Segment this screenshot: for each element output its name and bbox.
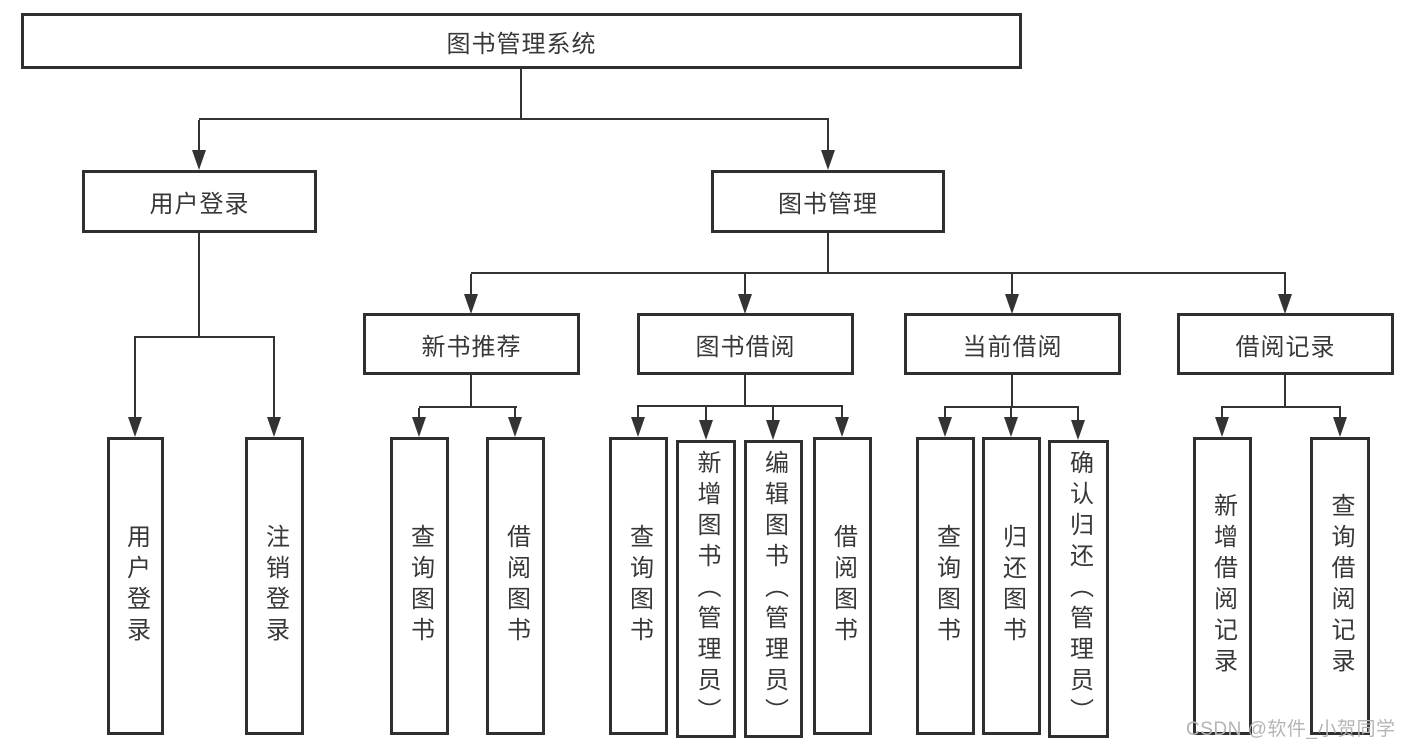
node-book-management-label: 图书管理 [778, 191, 878, 218]
node-user-login-label: 用户登录 [149, 191, 250, 218]
leaf-logout-label: 注销登录 [261, 524, 289, 648]
arrow-down-icon [835, 417, 849, 437]
connector-line [1010, 408, 1012, 419]
arrow-down-icon [1333, 417, 1347, 437]
connector-line [134, 336, 275, 338]
arrow-down-icon [412, 417, 426, 437]
connector-line [827, 233, 829, 274]
connector-line [1221, 408, 1223, 419]
leaf-newbook-borrow-books-label: 借阅图书 [502, 524, 530, 648]
node-root: 图书管理系统 [21, 13, 1022, 69]
arrow-down-icon [766, 420, 780, 440]
node-borrow-records: 借阅记录 [1177, 313, 1394, 375]
leaf-current-return-books-label: 归还图书 [998, 524, 1026, 648]
leaf-borrow-add-books-admin-label: 新增图书（管理员） [693, 449, 720, 729]
arrow-down-icon [821, 150, 835, 170]
leaf-borrow-borrow-books: 借阅图书 [813, 437, 872, 735]
arrow-down-icon [508, 417, 522, 437]
connector-line [841, 407, 843, 419]
leaf-borrow-add-books-admin: 新增图书（管理员） [676, 440, 736, 738]
leaf-borrow-query-books: 查询图书 [609, 437, 668, 735]
connector-line [944, 408, 946, 419]
connector-line [1011, 274, 1013, 296]
node-book-management: 图书管理 [711, 170, 945, 233]
leaf-newbook-borrow-books: 借阅图书 [486, 437, 545, 735]
connector-line [637, 405, 843, 407]
connector-line [1284, 274, 1286, 296]
connector-line [520, 69, 522, 118]
leaf-current-query-books: 查询图书 [916, 437, 975, 735]
arrow-down-icon [464, 294, 478, 314]
leaf-borrow-borrow-books-label: 借阅图书 [829, 524, 857, 648]
arrow-down-icon [128, 417, 142, 437]
connector-line [198, 120, 200, 152]
leaf-current-confirm-return-admin-label: 确认归还（管理员） [1065, 449, 1093, 729]
connector-line [744, 375, 746, 406]
connector-line [134, 338, 136, 419]
connector-line [827, 120, 829, 152]
connector-line [1011, 375, 1013, 407]
connector-line [418, 408, 420, 419]
csdn-watermark: CSDN @软件_小贺同学 [1186, 719, 1396, 740]
leaf-borrow-query-books-label: 查询图书 [625, 524, 653, 648]
connector-line [470, 274, 472, 296]
leaf-logout: 注销登录 [245, 437, 304, 735]
connector-line [1221, 406, 1341, 408]
arrow-down-icon [1278, 294, 1292, 314]
node-book-borrow-label: 图书借阅 [695, 333, 796, 361]
leaf-borrow-edit-books-admin: 编辑图书（管理员） [744, 440, 803, 738]
node-borrow-records-label: 借阅记录 [1235, 333, 1336, 361]
arrow-down-icon [1071, 420, 1085, 440]
leaf-borrow-edit-books-admin-label: 编辑图书（管理员） [760, 449, 788, 729]
leaf-records-query-record-label: 查询借阅记录 [1327, 493, 1354, 679]
arrow-down-icon [631, 417, 645, 437]
arrow-down-icon [938, 417, 952, 437]
connector-line [744, 274, 746, 296]
connector-line [419, 406, 517, 408]
connector-line [514, 408, 516, 419]
connector-line [471, 272, 1286, 274]
arrow-down-icon [699, 420, 713, 440]
connector-line [705, 407, 707, 422]
connector-line [199, 118, 829, 120]
arrow-down-icon [1215, 417, 1229, 437]
node-current-borrow: 当前借阅 [904, 313, 1121, 375]
connector-line [1077, 408, 1079, 422]
node-user-login: 用户登录 [82, 170, 317, 233]
arrow-down-icon [738, 294, 752, 314]
connector-line [1339, 408, 1341, 419]
connector-line [198, 233, 200, 337]
arrow-down-icon [1005, 294, 1019, 314]
node-new-book-recommend: 新书推荐 [363, 313, 580, 375]
leaf-records-add-record-label: 新增借阅记录 [1209, 493, 1237, 679]
arrow-down-icon [192, 150, 206, 170]
arrow-down-icon [267, 417, 281, 437]
connector-line [470, 375, 472, 408]
leaf-user-login-label: 用户登录 [122, 524, 150, 648]
connector-line [1284, 375, 1286, 407]
leaf-current-confirm-return-admin: 确认归还（管理员） [1048, 440, 1109, 738]
leaf-records-query-record: 查询借阅记录 [1310, 437, 1370, 735]
node-current-borrow-label: 当前借阅 [962, 333, 1063, 361]
connector-line [944, 406, 1079, 408]
node-new-book-recommend-label: 新书推荐 [421, 333, 522, 361]
node-root-label: 图书管理系统 [446, 30, 597, 58]
connector-line [772, 407, 774, 422]
leaf-current-return-books: 归还图书 [982, 437, 1041, 735]
connector-line [273, 338, 275, 419]
leaf-newbook-query-books: 查询图书 [390, 437, 449, 735]
leaf-user-login: 用户登录 [107, 437, 164, 735]
leaf-newbook-query-books-label: 查询图书 [406, 524, 434, 648]
node-book-borrow: 图书借阅 [637, 313, 854, 375]
leaf-records-add-record: 新增借阅记录 [1193, 437, 1252, 735]
arrow-down-icon [1004, 417, 1018, 437]
leaf-current-query-books-label: 查询图书 [932, 524, 960, 648]
connector-line [637, 407, 639, 419]
